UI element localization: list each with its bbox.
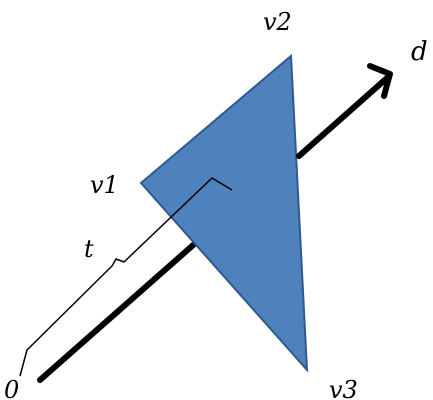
label-v1: v1 (90, 171, 119, 199)
label-v2: v2 (263, 8, 292, 36)
direction-arrowhead (367, 63, 393, 99)
label-v3: v3 (329, 376, 358, 400)
label-origin: 0 (4, 376, 19, 400)
t-bracket (19, 177, 233, 377)
ray-segment-direction (296, 75, 390, 159)
label-t: t (84, 235, 94, 263)
triangle (139, 53, 309, 373)
label-d: d (411, 37, 428, 67)
